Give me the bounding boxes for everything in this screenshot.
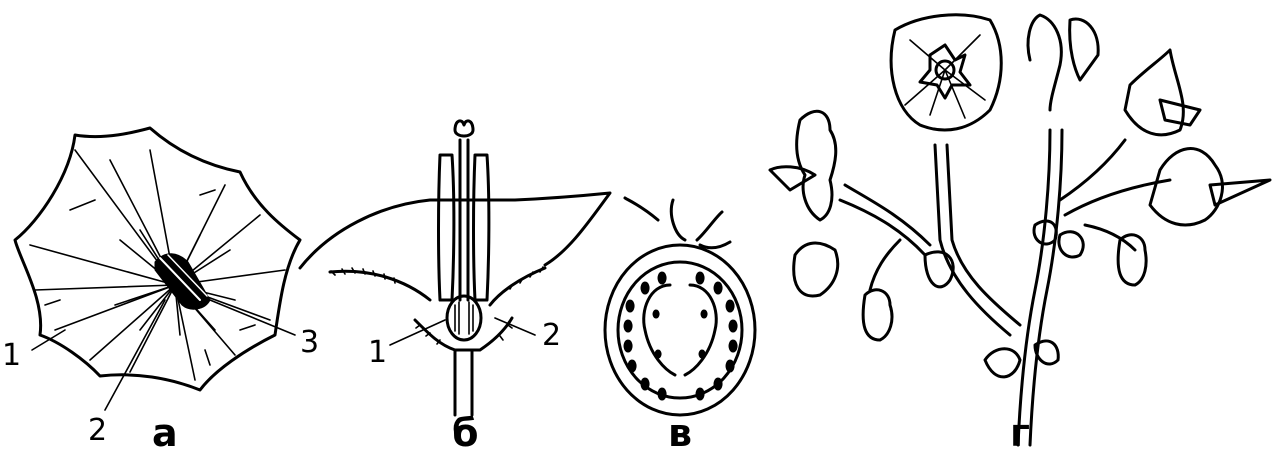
panel-d-flowering-shoot: г bbox=[770, 15, 1270, 453]
panel-b-flower-section: 1 2 б bbox=[300, 121, 610, 453]
panel-a-callout-2: 2 bbox=[88, 413, 107, 448]
panel-b-callout-1: 1 bbox=[368, 335, 387, 370]
panel-a-callout-1: 1 bbox=[2, 338, 21, 373]
panel-a-letter: а bbox=[152, 411, 178, 453]
panel-c-letter: в bbox=[668, 411, 692, 453]
panel-d-letter: г bbox=[1010, 411, 1030, 453]
panel-a-flower-top-view: 1 2 3 а bbox=[2, 128, 319, 453]
panel-b-letter: б bbox=[452, 411, 479, 453]
panel-b-callout-2: 2 bbox=[542, 318, 561, 353]
seed-ring bbox=[624, 272, 737, 400]
panel-a-callout-3: 3 bbox=[300, 325, 319, 360]
panel-c-fruit-section: в bbox=[605, 198, 755, 453]
